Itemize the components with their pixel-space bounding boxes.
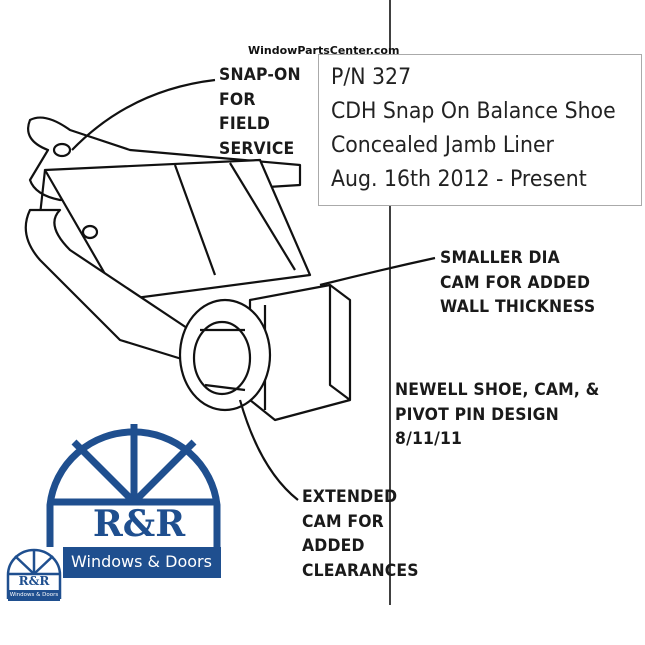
brand-tagline-small: Windows & Doors xyxy=(9,592,59,598)
callout-line: SMALLER DIA xyxy=(440,248,560,268)
watermark-text: WindowPartsCenter.com xyxy=(248,44,400,57)
callout-line: CAM FOR xyxy=(302,511,384,532)
leader-extended xyxy=(238,399,299,501)
callout-line: PIVOT PIN DESIGN xyxy=(395,404,559,425)
callout-line: CAM FOR ADDED xyxy=(440,272,591,293)
leader-smaller-dia xyxy=(319,256,436,287)
product-type: Concealed Jamb Liner xyxy=(331,133,554,158)
callout-line: 8/11/11 xyxy=(395,429,463,449)
callout-extended: EXTENDED CAM FOR ADDED CLEARANCES xyxy=(302,485,419,583)
callout-line: FIELD xyxy=(219,114,271,134)
callout-line: WALL THICKNESS xyxy=(440,297,596,317)
arch-window-icon xyxy=(6,548,62,601)
brand-logo-large: R&R Windows & Doors xyxy=(46,420,221,578)
callout-smaller-dia: SMALLER DIA CAM FOR ADDED WALL THICKNESS xyxy=(440,246,595,320)
product-name: CDH Snap On Balance Shoe xyxy=(331,99,616,124)
part-number: P/N 327 xyxy=(331,65,412,90)
leader-snap-on xyxy=(71,78,216,151)
info-box: P/N 327 CDH Snap On Balance Shoe Conceal… xyxy=(318,54,642,206)
callout-newell: NEWELL SHOE, CAM, & PIVOT PIN DESIGN 8/1… xyxy=(395,378,599,452)
shoe-body xyxy=(43,158,312,302)
callout-line: CLEARANCES xyxy=(302,560,419,581)
brand-logo-small: R&R Windows & Doors xyxy=(5,547,63,601)
callout-snap-on: SNAP-ON FOR FIELD SERVICE xyxy=(219,63,301,161)
callout-line: ADDED xyxy=(302,536,365,556)
callout-line: FOR xyxy=(219,89,256,110)
callout-line: SNAP-ON xyxy=(219,65,301,85)
callout-line: SERVICE xyxy=(219,138,295,159)
brand-name-small: R&R xyxy=(18,574,50,588)
arch-window-icon xyxy=(46,424,221,578)
brand-tagline: Windows & Doors xyxy=(71,552,212,571)
brand-name: R&R xyxy=(92,503,186,545)
callout-line: NEWELL SHOE, CAM, & xyxy=(395,380,600,400)
date-range: Aug. 16th 2012 - Present xyxy=(331,167,587,192)
callout-line: EXTENDED xyxy=(302,487,398,507)
